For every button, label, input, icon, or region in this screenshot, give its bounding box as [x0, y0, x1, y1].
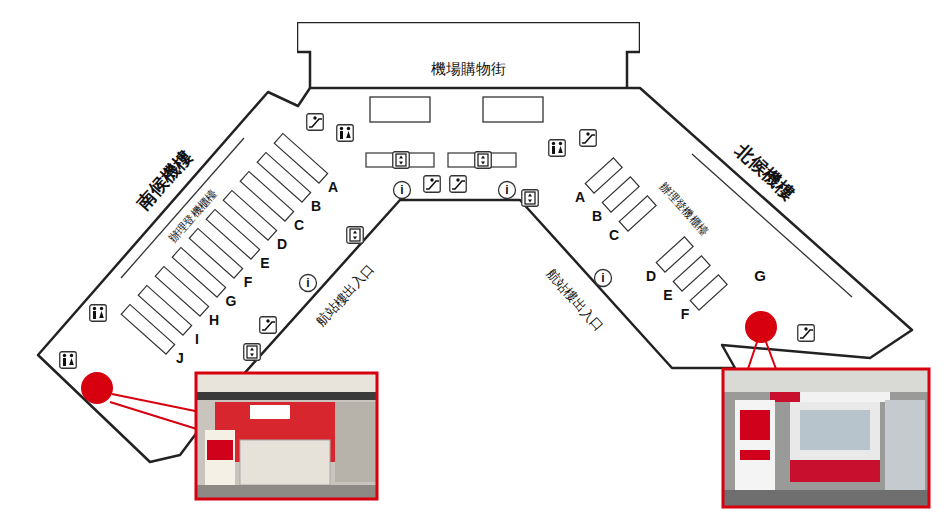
counter-letter: B [592, 209, 602, 223]
photo-ground [197, 374, 376, 498]
info-circle [499, 182, 516, 199]
photo-frame [723, 369, 929, 507]
location-dot [745, 311, 777, 343]
wing-name: 南候機樓 [134, 147, 195, 213]
counter-letter: C [294, 218, 304, 232]
photo-sign [250, 405, 290, 419]
lift-icon [475, 152, 492, 169]
callout-leader [112, 394, 200, 412]
callout-leader [748, 342, 757, 369]
info-letter: i [306, 277, 309, 289]
counter-letter: A [328, 180, 338, 194]
photo-sign-band [197, 392, 376, 400]
photo-booth [790, 402, 880, 482]
photo-poster-mark [740, 410, 770, 440]
check-in-counter [121, 304, 174, 354]
info-circle [300, 275, 317, 292]
check-in-counter [673, 256, 710, 291]
location-dot [81, 372, 113, 404]
shop-block [483, 97, 543, 122]
check-in-counter [585, 158, 622, 193]
counter-letter: A [575, 190, 585, 204]
escalator-icon [580, 130, 597, 147]
counter-letter: E [663, 288, 672, 302]
escalator-icon [307, 114, 324, 131]
photo-door [885, 400, 925, 490]
photo-poster [735, 400, 775, 490]
escalator-icon [798, 325, 815, 342]
check-in-counter [619, 196, 656, 231]
counter-letter: H [209, 313, 219, 327]
photo-side-wall [335, 402, 376, 482]
wing-name: 北候機樓 [732, 141, 798, 203]
counter-letter: G [226, 294, 237, 308]
info-letter: i [601, 272, 604, 284]
counter-letter: C [609, 228, 619, 242]
escalator-icon [450, 176, 467, 193]
entrance-label: 航站樓出入口 [544, 267, 606, 334]
counter-letter: D [646, 269, 656, 283]
photo-booth-window [800, 410, 870, 450]
toilet-icon [337, 125, 354, 142]
info-circle [394, 182, 411, 199]
entrance-label: 航站樓出入口 [314, 262, 376, 329]
photo-floor [197, 485, 376, 498]
photo-ground [724, 370, 928, 506]
shop-block [370, 97, 430, 122]
counter-letter: F [681, 307, 690, 321]
photo-counter [240, 440, 330, 485]
toilet-icon [60, 352, 77, 369]
check-in-counter [602, 177, 639, 212]
info-circle [595, 270, 612, 287]
area-letter: G [754, 268, 766, 283]
toilet-icon [90, 305, 107, 322]
counter-letter: J [176, 351, 184, 365]
counter-letter: I [195, 332, 199, 346]
check-in-counter [690, 275, 727, 310]
counter-letter: D [277, 237, 287, 251]
photo-poster [205, 430, 235, 490]
counter-letter: E [260, 256, 269, 270]
area-label: 辦理登機櫃檯 [167, 188, 219, 245]
escalator-icon [260, 317, 277, 334]
photo-poster-mark [207, 440, 233, 460]
info-letter: i [400, 184, 403, 196]
photo-poster-mark [740, 450, 770, 460]
photo-floor [724, 490, 928, 506]
escalator-icon [424, 176, 441, 193]
photo-booth-panel [790, 460, 880, 482]
photo-sign-band [770, 392, 890, 402]
hall-outline [297, 22, 640, 88]
counter-letter: B [311, 199, 321, 213]
info-letter: i [505, 184, 508, 196]
callout-leader [110, 402, 200, 430]
hall-outline-shape [297, 22, 640, 88]
check-in-counter [656, 237, 693, 272]
callout-leader [766, 342, 776, 369]
hall-name: 機場購物街 [431, 61, 506, 76]
photo-frame [196, 373, 377, 499]
counter-letter: F [244, 275, 253, 289]
lift-icon [347, 227, 364, 244]
area-label: 辦理登機櫃檯 [658, 181, 710, 238]
lift-icon [522, 190, 539, 207]
photo-ceiling [197, 374, 376, 392]
lift-icon [244, 344, 261, 361]
photo-ceiling [724, 370, 928, 392]
toilet-icon [549, 140, 566, 157]
lift-icon [393, 152, 410, 169]
shopping-hall: 機場購物街 [297, 22, 640, 88]
